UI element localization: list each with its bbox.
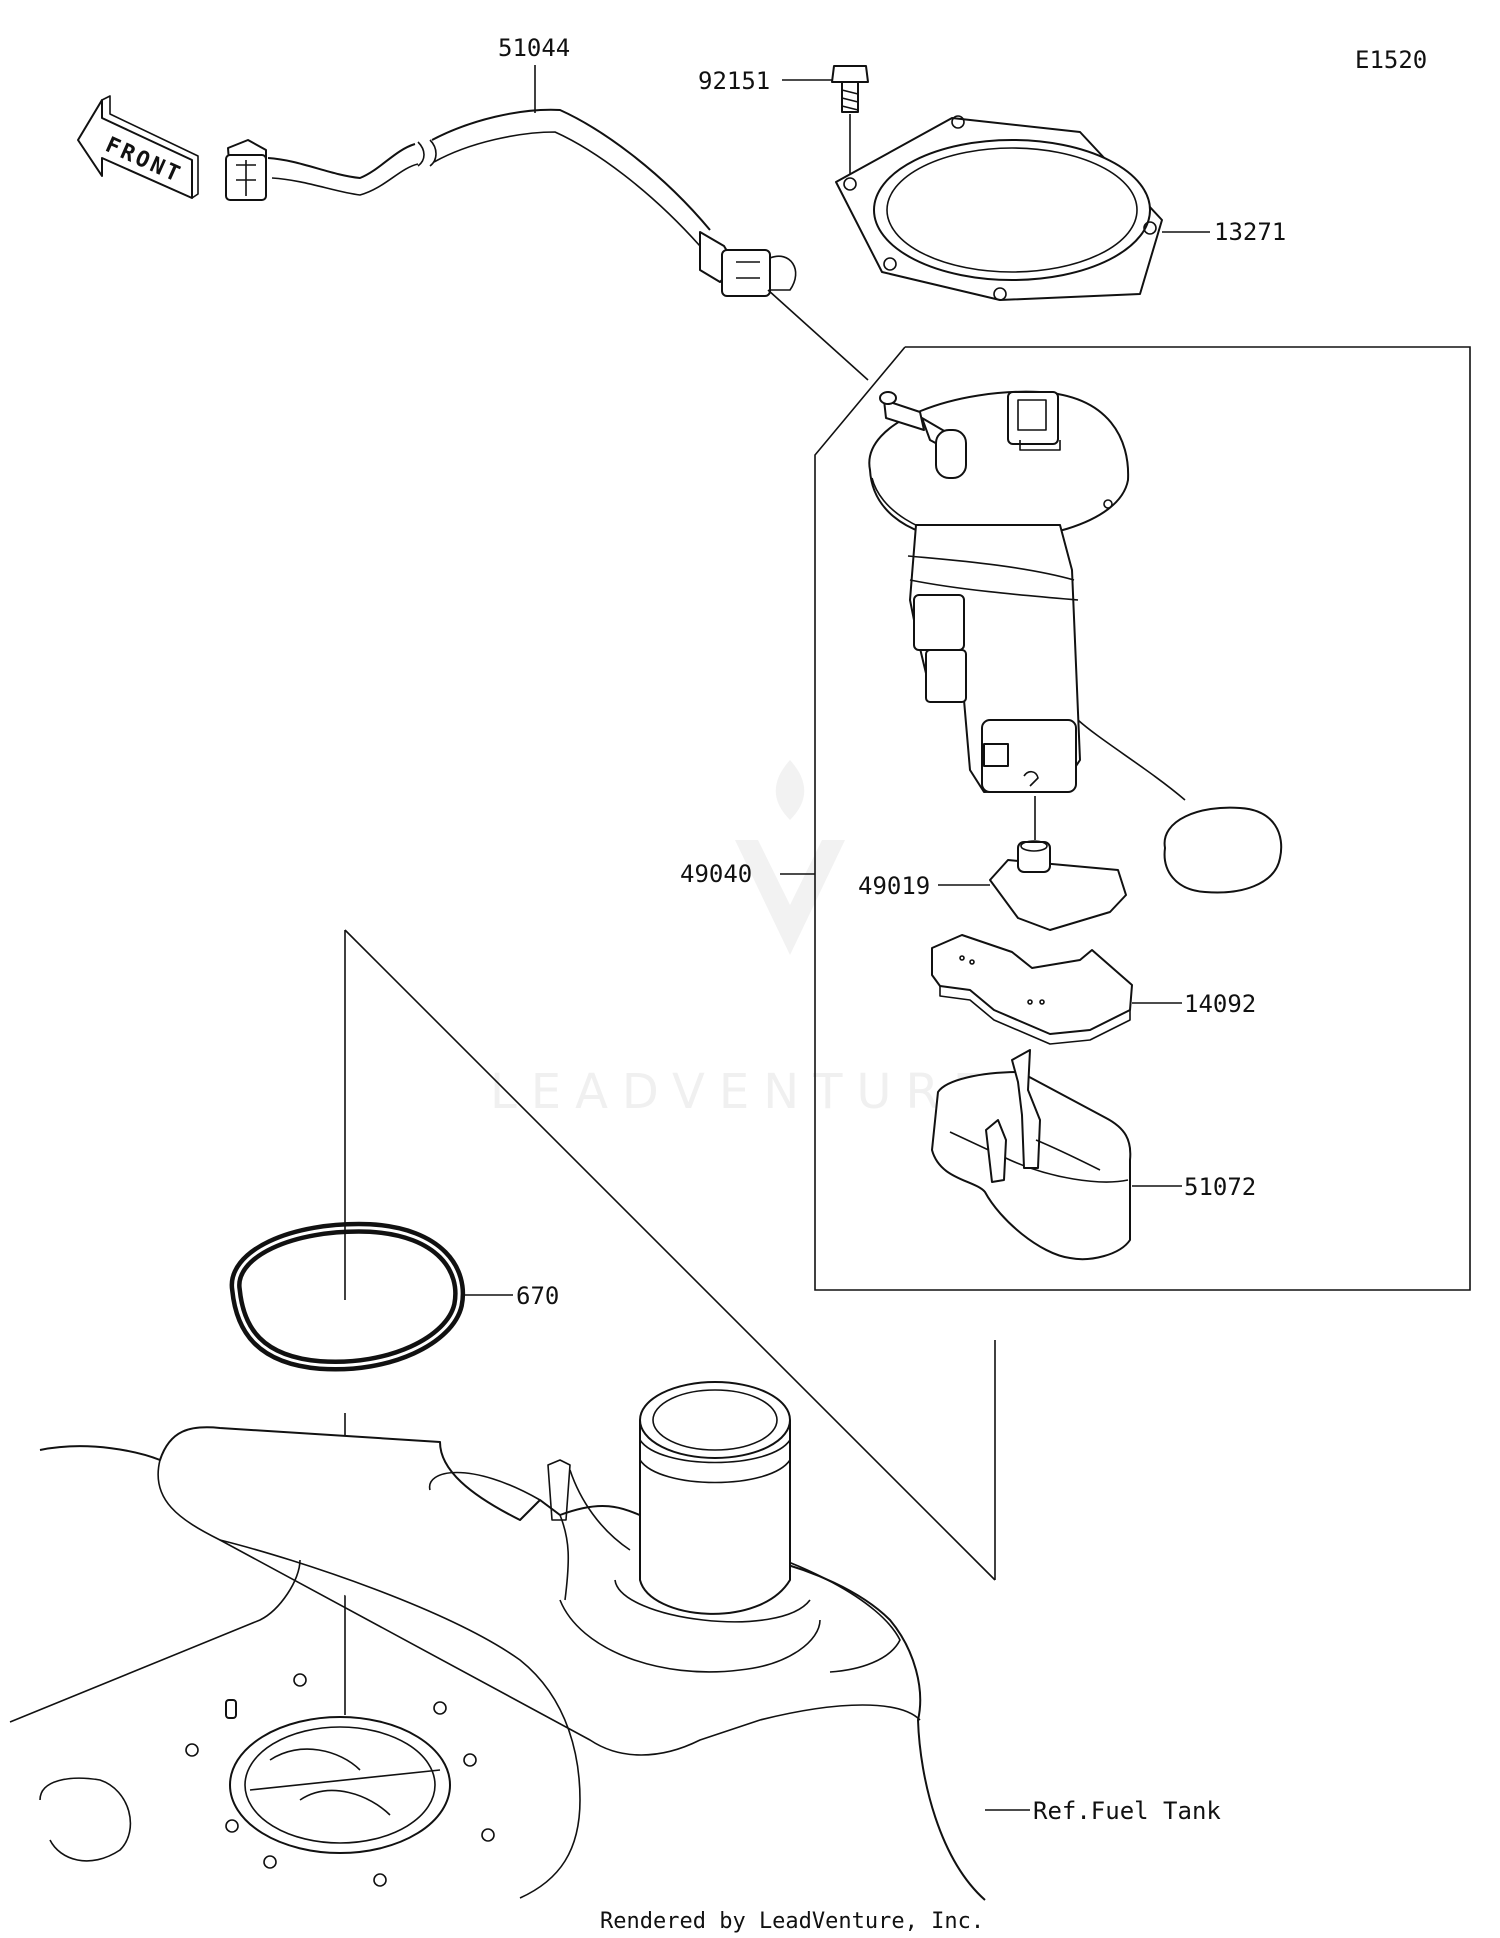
assembly-guide-diagonal: [344, 929, 996, 1581]
o-ring-icon: [229, 1221, 466, 1372]
part-51072-label: 51072: [1184, 1173, 1256, 1201]
holder-icon: [931, 934, 1133, 1045]
part-49040-label: 49040: [680, 860, 752, 888]
fuel-hose: [225, 108, 797, 297]
front-arrow-icon: FRONT: [77, 95, 199, 199]
part-670-label: 670: [516, 1282, 559, 1310]
part-14092-label: 14092: [1184, 990, 1256, 1018]
assembly-frame: [814, 346, 1471, 1291]
fuel-pump-module: [868, 390, 1283, 894]
reference-label: Ref.Fuel Tank: [1033, 1797, 1221, 1825]
reservoir-icon: [931, 1049, 1132, 1261]
strainer-icon: [989, 840, 1127, 931]
hose-to-pump-line: [767, 289, 869, 381]
footer-credit: Rendered by LeadVenture, Inc.: [600, 1909, 984, 1934]
part-92151-label: 92151: [698, 67, 770, 95]
part-51044-label: 51044: [498, 34, 570, 62]
fuel-tank: [9, 1381, 986, 1901]
bolt-icon: [831, 65, 869, 113]
gasket-icon: [835, 115, 1163, 301]
watermark-text: LEADVENTURE: [490, 1064, 997, 1120]
diagram-code: E1520: [1355, 46, 1427, 74]
part-13271-label: 13271: [1214, 218, 1286, 246]
watermark: LEADVENTURE: [490, 760, 997, 1120]
part-49019-label: 49019: [858, 872, 930, 900]
